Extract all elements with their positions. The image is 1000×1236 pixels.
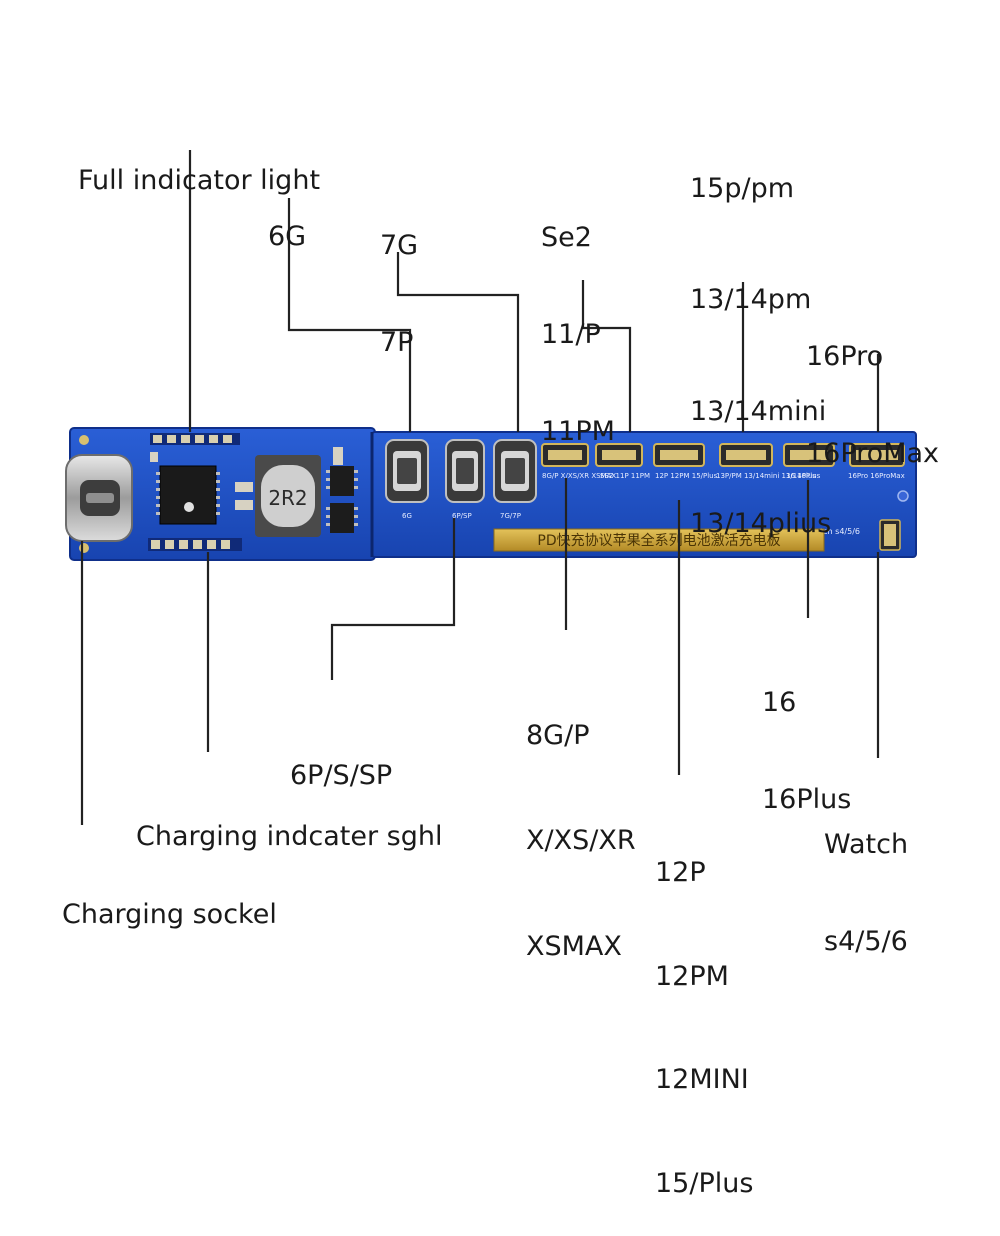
connector-16pro <box>849 443 905 467</box>
leader-lines <box>80 150 880 825</box>
connector-12 <box>653 443 705 467</box>
leader-6psp <box>330 518 456 680</box>
label-charging-socket: Charging sockel <box>62 898 277 930</box>
label-8g-x: 8G/P X/XS/XR XSMAX <box>526 720 636 962</box>
leader-se2 <box>581 280 632 432</box>
label-16pro: 16Pro 16ProMax <box>806 340 940 469</box>
label-watch: Watch s4/5/6 <box>824 828 909 957</box>
silk-se2: SE2 11P 11PM <box>600 472 650 480</box>
pcb-banner: PD快充协议苹果全系列电池激活充电板 <box>493 528 825 552</box>
connector-se2-11 <box>595 443 643 467</box>
label-7g-7p: 7G 7P <box>380 229 419 358</box>
connector-watch: watch s4/5/6 <box>809 519 901 551</box>
leader-6g <box>287 198 412 432</box>
usb-c-socket <box>65 454 133 542</box>
controller-chip <box>156 465 220 525</box>
silk-16: 16 16Plus <box>786 472 821 480</box>
full-indicator-leds <box>150 433 240 445</box>
silk-13: 13P/PM 13/14mini 13/14Plus <box>716 472 816 480</box>
charger-board-diagram: 2R2 <box>65 150 917 825</box>
silk-6g: 6G <box>402 512 412 520</box>
charging-indicator-leds <box>148 538 242 551</box>
leader-7g <box>396 252 520 432</box>
connector-6g <box>385 439 429 503</box>
inductor-2r2: 2R2 <box>255 455 321 537</box>
label-16-16plus: 16 16Plus <box>762 686 852 815</box>
connector-7g-7p <box>493 439 537 503</box>
label-6g: 6G <box>268 220 307 252</box>
label-15p-13-14: 15p/pm 13/14pm 13/14mini 13/14plius <box>690 172 832 539</box>
label-full-indicator-light: Full indicator light <box>78 164 321 196</box>
silkscreen-labels: 6G 6P/SP 7G/7P 8G/P X/XS/XR XSMAX SE2 11… <box>402 472 905 520</box>
silk-8g: 8G/P X/XS/XR XSMAX <box>542 472 616 480</box>
connector-13-14-15 <box>719 443 773 467</box>
label-charging-signal: Charging indcater sghl <box>136 820 443 852</box>
silk-16pro: 16Pro 16ProMax <box>848 472 905 480</box>
connector-8g-x <box>541 443 589 467</box>
label-6p-s-sp: 6P/S/SP <box>290 759 393 791</box>
silk-6p-sp: 6P/SP <box>452 512 472 520</box>
smd-components <box>150 447 343 510</box>
mosfet-chips <box>326 466 358 533</box>
label-12-15: 12P 12PM 12MINI 15/Plus <box>655 857 754 1200</box>
silk-12: 12P 12PM 15/Plus <box>655 472 718 480</box>
connector-16 <box>783 443 835 467</box>
watch-silkscreen: watch s4/5/6 <box>809 527 860 536</box>
silk-7g: 7G/7P <box>500 512 521 520</box>
label-se2-11: Se2 11/P 11PM <box>541 221 615 448</box>
connector-6p-sp <box>445 439 485 503</box>
inductor-marking: 2R2 <box>268 486 307 510</box>
banner-text: PD快充协议苹果全系列电池激活充电板 <box>537 532 780 549</box>
